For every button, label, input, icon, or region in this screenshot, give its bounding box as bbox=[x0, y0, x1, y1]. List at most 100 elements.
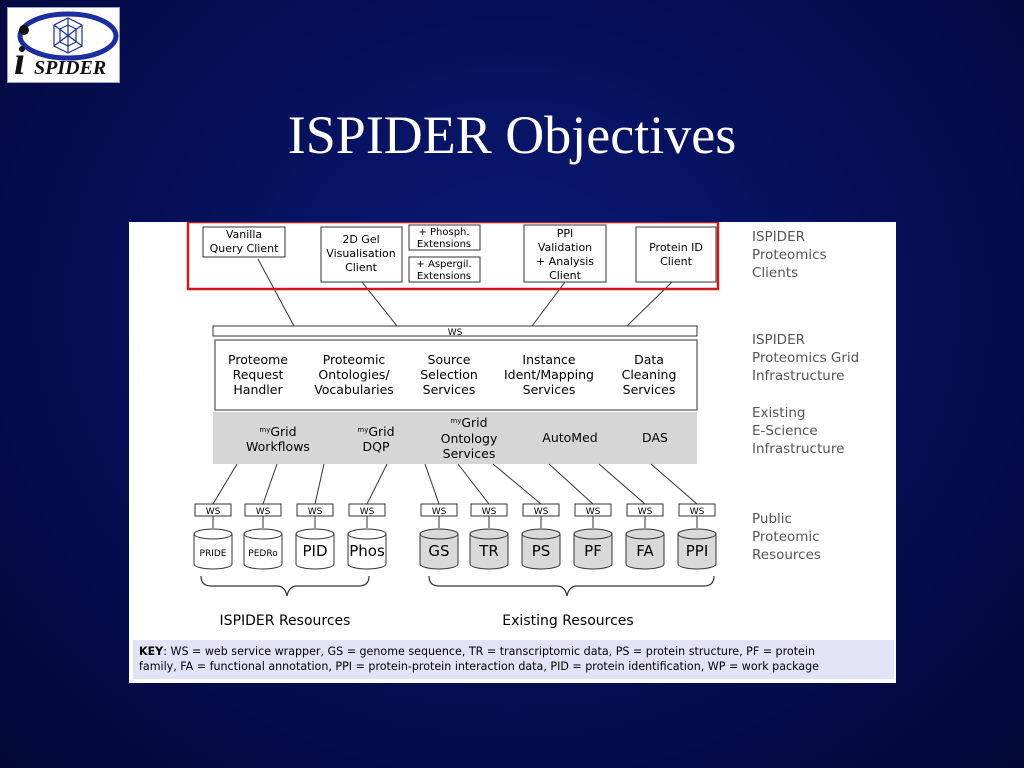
ws-bar: WS bbox=[212, 325, 698, 338]
side-grid-line-1: ISPIDER bbox=[752, 332, 805, 348]
database-label: PPI bbox=[686, 542, 709, 560]
mygrid-workflows-title: myGrid bbox=[259, 424, 296, 439]
protein-id-line-2: Client bbox=[660, 255, 693, 268]
database-label: Phos bbox=[349, 542, 385, 560]
ws-bar-label: WS bbox=[448, 328, 463, 338]
database-label: PEDRo bbox=[248, 549, 278, 559]
clients-highlight-frame bbox=[186, 222, 720, 291]
cylinder-top bbox=[625, 528, 665, 540]
phosph-ext-line-2: Extensions bbox=[417, 239, 471, 250]
ws-wrapper-label: WS bbox=[534, 507, 549, 517]
ppi-client-line-1: PPI bbox=[557, 227, 574, 240]
grid-word-1: Grid bbox=[270, 424, 296, 439]
cylinder-body bbox=[469, 534, 509, 570]
database-phos[interactable]: WS Phos bbox=[347, 503, 387, 570]
dqp-label: DQP bbox=[362, 439, 389, 454]
grid-service-2-line-2: Ontologies/ bbox=[318, 367, 390, 382]
side-escience-line-1: Existing bbox=[752, 405, 805, 421]
side-clients-line-2: Proteomics bbox=[752, 247, 827, 263]
cylinder-top bbox=[677, 528, 717, 540]
database-pid[interactable]: WS PID bbox=[295, 503, 335, 570]
cylinder-top bbox=[573, 528, 613, 540]
database-label: PRIDE bbox=[200, 549, 227, 559]
ppi-client-line-2: Validation bbox=[538, 241, 592, 254]
2d-gel-client[interactable]: 2D Gel Visualisation Client bbox=[320, 226, 403, 283]
my-prefix-3: my bbox=[450, 417, 461, 425]
cylinder-top bbox=[295, 528, 335, 540]
grid-service-2-line-3: Vocabularies bbox=[314, 382, 394, 397]
ispider-resources-label: ISPIDER Resources bbox=[220, 613, 351, 629]
cylinder-body bbox=[677, 534, 717, 570]
grid-service-3-line-3: Services bbox=[423, 382, 476, 397]
escience-band bbox=[213, 412, 697, 464]
ontology-label: Ontology bbox=[441, 431, 498, 446]
database-pf[interactable]: WS PF bbox=[573, 503, 613, 570]
vanilla-query-client[interactable]: Vanilla Query Client bbox=[202, 226, 286, 258]
grid-word-3: Grid bbox=[461, 415, 487, 430]
workflows-label: Workflows bbox=[246, 439, 310, 454]
ws-wrapper-label: WS bbox=[206, 507, 221, 517]
slide-title: ISPIDER Objectives bbox=[287, 105, 737, 165]
grid-service-3-line-1: Source bbox=[428, 352, 471, 367]
database-label: TR bbox=[478, 542, 499, 560]
ws-wrapper-label: WS bbox=[690, 507, 705, 517]
phosph-extensions[interactable]: + Phosph. Extensions bbox=[408, 224, 481, 251]
grid-service-1-line-3: Handler bbox=[233, 382, 283, 397]
ws-wrapper-label: WS bbox=[638, 507, 653, 517]
side-clients-line-1: ISPIDER bbox=[752, 229, 805, 245]
cylinder-top bbox=[347, 528, 387, 540]
cylinder-body bbox=[521, 534, 561, 570]
cylinder-body bbox=[347, 534, 387, 570]
my-prefix-1: my bbox=[259, 426, 270, 434]
cylinder-top bbox=[469, 528, 509, 540]
cylinder-top bbox=[193, 528, 233, 540]
database-label: FA bbox=[636, 542, 654, 560]
grid-service-4-line-1: Instance bbox=[522, 352, 575, 367]
database-label: PID bbox=[302, 542, 327, 560]
database-pride[interactable]: WS PRIDE bbox=[193, 503, 233, 570]
ppi-validation-client[interactable]: PPI Validation + Analysis Client bbox=[523, 224, 607, 283]
ppi-client-line-3: + Analysis bbox=[536, 255, 594, 268]
cylinder-top bbox=[521, 528, 561, 540]
automed-label: AutoMed bbox=[542, 430, 597, 445]
grid-service-3-line-2: Selection bbox=[420, 367, 478, 382]
ws-wrapper-label: WS bbox=[308, 507, 323, 517]
protein-id-line-1: Protein ID bbox=[649, 241, 703, 254]
ws-wrapper-label: WS bbox=[482, 507, 497, 517]
resource-databases: WSPRIDEWSPEDRoWSPIDWSPhosWSGSWSTRWSPSWSP… bbox=[193, 503, 717, 570]
my-prefix-2: my bbox=[357, 426, 368, 434]
ws-wrapper-label: WS bbox=[586, 507, 601, 517]
existing-resources-label: Existing Resources bbox=[502, 613, 633, 629]
database-fa[interactable]: WS FA bbox=[625, 503, 665, 570]
database-tr[interactable]: WS TR bbox=[469, 503, 509, 570]
side-public-line-1: Public bbox=[752, 511, 792, 527]
aspergil-extensions[interactable]: + Aspergil. Extensions bbox=[408, 256, 481, 283]
ontology-services-label: Services bbox=[443, 446, 496, 461]
existing-resources-brace bbox=[428, 575, 715, 597]
gel-client-line-1: 2D Gel bbox=[342, 233, 379, 246]
phosph-ext-line-1: + Phosph. bbox=[418, 227, 469, 238]
protein-id-client[interactable]: Protein ID Client bbox=[635, 226, 717, 283]
grid-service-5-line-1: Data bbox=[634, 352, 664, 367]
side-clients-line-3: Clients bbox=[752, 265, 798, 281]
side-public-line-2: Proteomic bbox=[752, 529, 820, 545]
resource-connectors bbox=[212, 463, 698, 505]
key-legend: KEY: WS = web service wrapper, GS = geno… bbox=[133, 640, 894, 679]
logo-text: SPIDER bbox=[34, 57, 106, 79]
ws-wrapper-label: WS bbox=[360, 507, 375, 517]
grid-service-2-line-1: Proteomic bbox=[323, 352, 386, 367]
database-label: PF bbox=[584, 542, 602, 560]
mygrid-dqp-title: myGrid bbox=[357, 424, 394, 439]
grid-service-4-line-2: Ident/Mapping bbox=[504, 367, 594, 382]
key-line-2: family, FA = functional annotation, PPI … bbox=[139, 659, 820, 673]
database-ppi[interactable]: WS PPI bbox=[677, 503, 717, 570]
grid-infrastructure-box bbox=[214, 339, 698, 411]
grid-word-2: Grid bbox=[368, 424, 394, 439]
key-label: KEY bbox=[139, 645, 164, 658]
side-escience-line-3: Infrastructure bbox=[752, 441, 844, 457]
aspergil-ext-line-2: Extensions bbox=[417, 271, 471, 282]
grid-service-5-line-3: Services bbox=[623, 382, 676, 397]
